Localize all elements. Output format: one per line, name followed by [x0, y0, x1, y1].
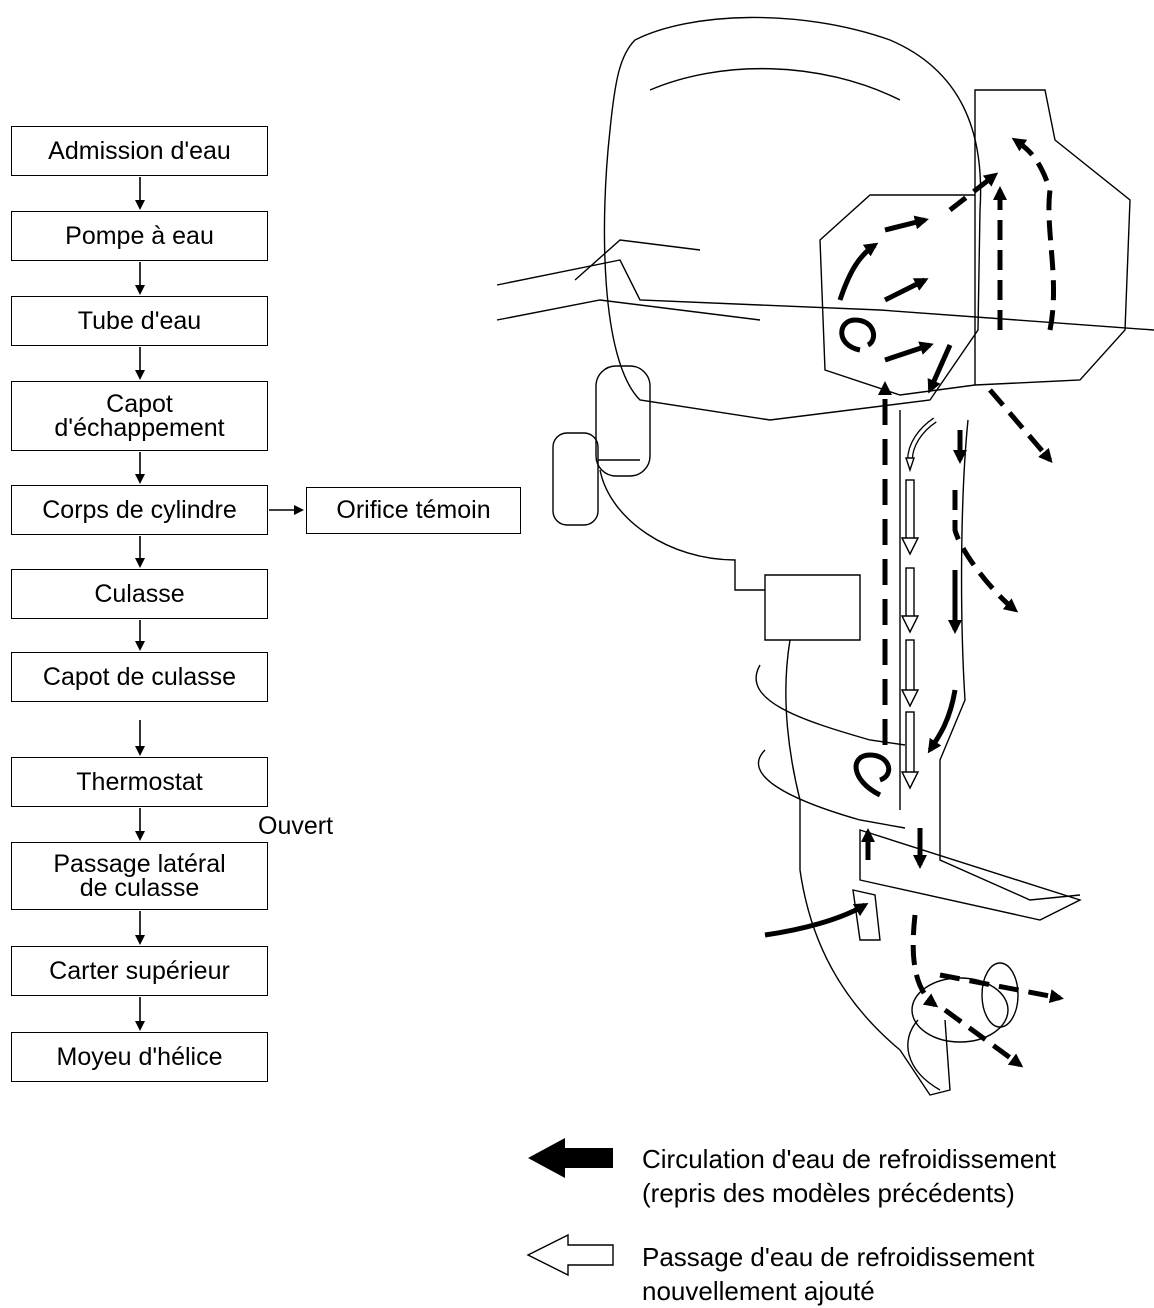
cooling-flow-new — [902, 420, 935, 788]
legend-solid-arrow-icon — [528, 1138, 613, 1178]
legend-hollow-arrow-icon — [528, 1235, 613, 1275]
legend-solid-line1: Circulation d'eau de refroidissement — [642, 1142, 1056, 1176]
legend-solid-line2: (repris des modèles précédents) — [642, 1176, 1056, 1210]
legend-solid: Circulation d'eau de refroidissement (re… — [642, 1142, 1056, 1210]
legend-hollow-line2: nouvellement ajouté — [642, 1274, 1034, 1308]
legend-hollow: Passage d'eau de refroidissement nouvell… — [642, 1240, 1034, 1308]
motor-outline — [497, 17, 1154, 1095]
legend-hollow-line1: Passage d'eau de refroidissement — [642, 1240, 1034, 1274]
